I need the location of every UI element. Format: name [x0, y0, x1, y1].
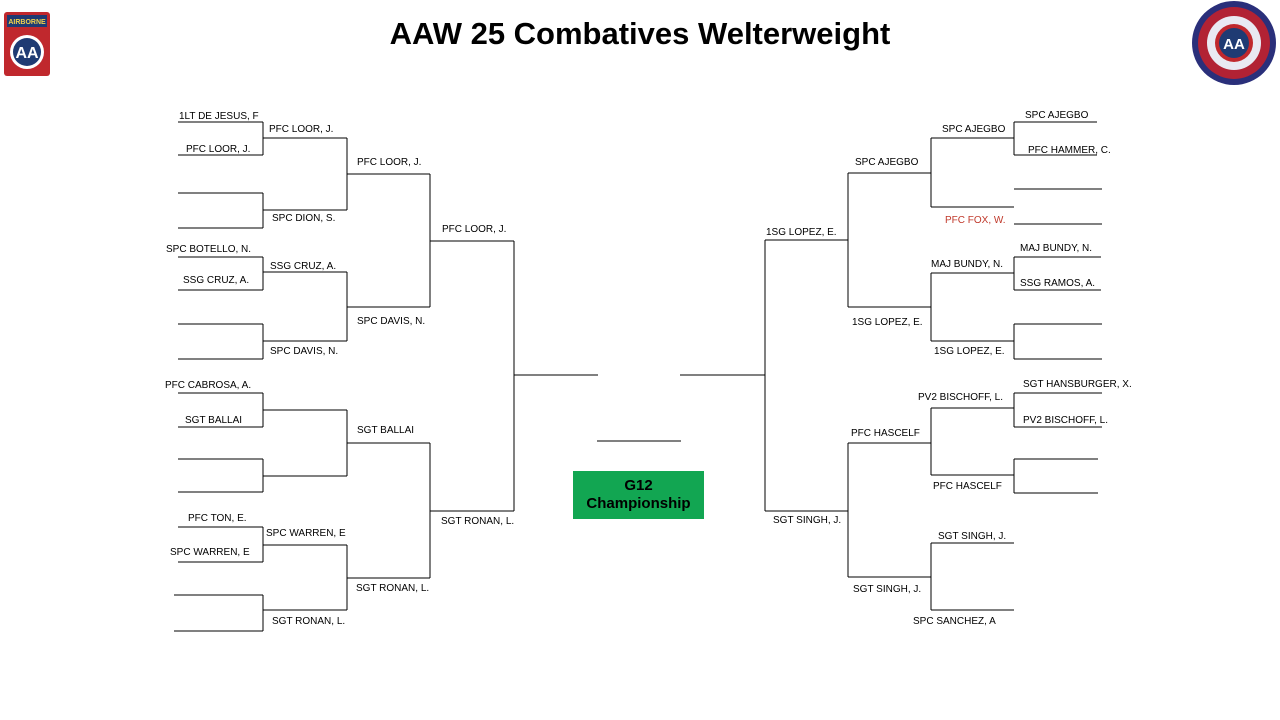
competitor-name-r3-4: SGT SINGH, J. — [853, 584, 921, 595]
competitor-name-l1-1: 1LT DE JESUS, F — [179, 111, 259, 122]
competitor-name-l1-6: SGT BALLAI — [185, 415, 242, 426]
competitor-name-r1-6: PV2 BISCHOFF, L. — [1023, 415, 1108, 426]
all-american-week-logo: AA — [1190, 0, 1278, 86]
competitor-name-r2-8: SPC SANCHEZ, A — [913, 616, 996, 627]
competitor-name-l3-3: SGT BALLAI — [357, 425, 414, 436]
airborne-logo: AIRBORNE AA — [4, 12, 50, 76]
competitor-name-r1-5: SGT HANSBURGER, X. — [1023, 379, 1132, 390]
competitor-name-l4-2: SGT RONAN, L. — [441, 516, 514, 527]
competitor-name-l2-3: SSG CRUZ, A. — [270, 261, 336, 272]
competitor-name-l3-1: PFC LOOR, J. — [357, 157, 421, 168]
competitor-name-r1-2: PFC HAMMER, C. — [1028, 145, 1111, 156]
championship-box: G12 Championship — [573, 471, 704, 519]
championship-line-2: Championship — [586, 495, 691, 512]
competitor-name-l1-3: SPC BOTELLO, N. — [166, 244, 251, 255]
competitor-name-r2-1: SPC AJEGBO — [942, 124, 1006, 135]
bracket-lines — [174, 121, 1102, 632]
competitor-name-l4-1: PFC LOOR, J. — [442, 224, 506, 235]
competitor-name-l2-2: SPC DION, S. — [272, 213, 335, 224]
competitor-name-r2-7: SGT SINGH, J. — [938, 531, 1006, 542]
competitor-name-l1-8: SPC WARREN, E — [170, 547, 250, 558]
aaw-aa-text: AA — [1223, 36, 1245, 53]
competitor-name-l1-7: PFC TON, E. — [188, 513, 247, 524]
competitor-name-l1-2: PFC LOOR, J. — [186, 144, 250, 155]
competitor-name-r2-3: MAJ BUNDY, N. — [931, 259, 1003, 270]
competitor-name-l1-4: SSG CRUZ, A. — [183, 275, 249, 286]
competitor-name-r1-3: MAJ BUNDY, N. — [1020, 243, 1092, 254]
competitor-name-l2-1: PFC LOOR, J. — [269, 124, 333, 135]
competitor-name-l2-6: SGT RONAN, L. — [272, 616, 345, 627]
competitor-name-r2-4: 1SG LOPEZ, E. — [934, 346, 1005, 357]
airborne-aa-text: AA — [15, 45, 39, 62]
competitor-name-l2-5: SPC WARREN, E — [266, 528, 346, 539]
competitor-name-r3-3: PFC HASCELF — [851, 428, 920, 439]
competitor-name-r4-1: 1SG LOPEZ, E. — [766, 227, 837, 238]
airborne-tab-text: AIRBORNE — [8, 19, 46, 26]
competitor-name-l3-4: SGT RONAN, L. — [356, 583, 429, 594]
competitor-name-r2-2: PFC FOX, W. — [945, 215, 1006, 226]
bracket-labels: 1LT DE JESUS, F PFC LOOR, J. PFC LOOR, J. S… — [165, 110, 1132, 627]
competitor-name-l1-5: PFC CABROSA, A. — [165, 380, 251, 391]
competitor-name-r3-2: 1SG LOPEZ, E. — [852, 317, 923, 328]
page-title: AAW 25 Combatives Welterweight — [389, 16, 891, 51]
competitor-name-r2-6: PFC HASCELF — [933, 481, 1002, 492]
competitor-name-r2-5: PV2 BISCHOFF, L. — [918, 392, 1003, 403]
competitor-name-r3-1: SPC AJEGBO — [855, 157, 919, 168]
competitor-name-l3-2: SPC DAVIS, N. — [357, 316, 425, 327]
competitor-name-r1-4: SSG RAMOS, A. — [1020, 278, 1095, 289]
competitor-name-l2-4: SPC DAVIS, N. — [270, 346, 338, 357]
championship-line-1: G12 — [624, 477, 653, 494]
competitor-name-r1-1: SPC AJEGBO — [1025, 110, 1089, 121]
competitor-name-r4-2: SGT SINGH, J. — [773, 515, 841, 526]
